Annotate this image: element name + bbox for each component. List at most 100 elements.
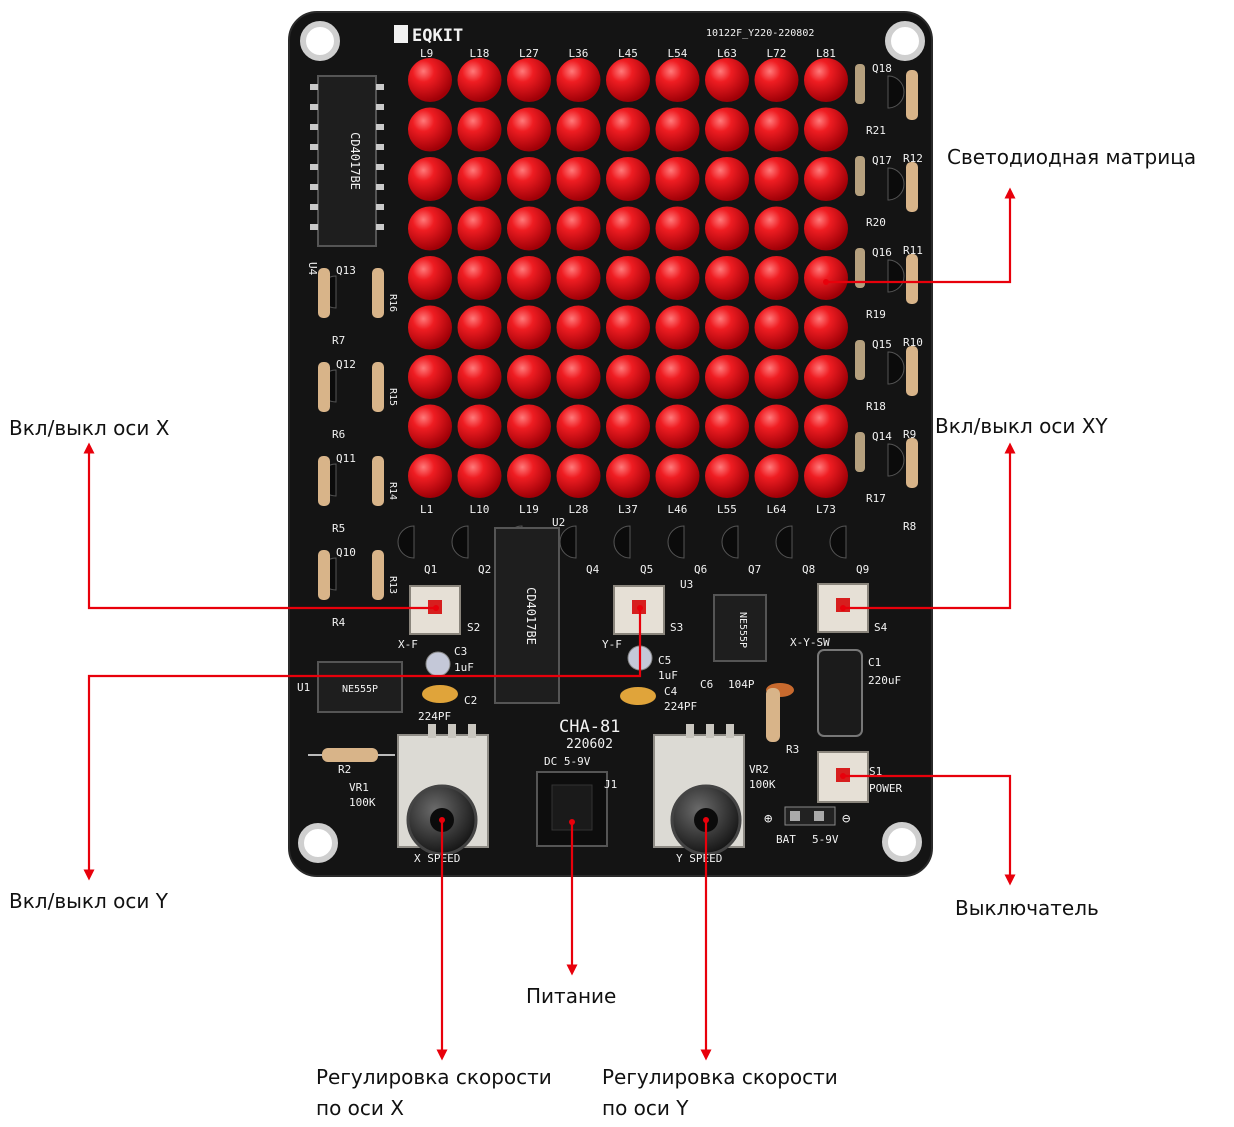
c2-value: 224PF [418, 710, 451, 723]
vr1-value: 100K [349, 796, 376, 809]
led [507, 454, 551, 498]
led [705, 58, 749, 102]
led [754, 355, 799, 399]
led [457, 355, 502, 399]
led [556, 256, 601, 300]
led-column-label: L27 [519, 47, 539, 60]
led [804, 58, 848, 102]
led [804, 305, 848, 350]
resistor-r2: R2 [308, 748, 395, 776]
power-label: POWER [869, 782, 902, 795]
transistor-label: Q10 [336, 546, 356, 559]
y-speed-potentiometer[interactable]: VR2 100K Y SPEED [653, 724, 776, 865]
led [804, 355, 848, 399]
resistor-label: R17 [866, 492, 886, 505]
x-f-label: X-F [398, 638, 418, 651]
capacitor-c3: C3 1uF [425, 645, 474, 677]
date-label: 220602 [566, 737, 613, 752]
bat-label: BAT [776, 833, 796, 846]
brand-text: EQKIT [412, 26, 463, 46]
y-toggle-arrow [83, 608, 642, 881]
capacitor-c2: C2 224PF [418, 685, 477, 723]
led [408, 107, 452, 152]
model-label: CHA-81 [559, 717, 620, 737]
led [655, 157, 700, 201]
s3-label: S3 [670, 621, 683, 634]
led [606, 355, 650, 399]
transistor-label: Q8 [802, 563, 815, 576]
led [556, 404, 601, 449]
y-speed-callout-line2: по оси Y [602, 1096, 689, 1120]
x-toggle-callout: Вкл/выкл оси X [9, 416, 170, 440]
brand-logo-icon [394, 25, 408, 43]
led [705, 206, 749, 251]
led [507, 157, 551, 201]
y-f-label: Y-F [602, 638, 622, 651]
led [705, 454, 749, 498]
resistor-label: R10 [903, 336, 923, 349]
resistor-label: R14 [387, 482, 398, 500]
led [606, 454, 650, 498]
led [754, 107, 799, 152]
xy-sw-label: X-Y-SW [790, 636, 830, 649]
transistor-label: Q4 [586, 563, 600, 576]
r2-label: R2 [338, 763, 351, 776]
led-matrix [408, 58, 848, 498]
led [655, 58, 700, 102]
led [556, 305, 601, 350]
led [705, 157, 749, 201]
s2-label: S2 [467, 621, 480, 634]
led [705, 404, 749, 449]
led-column-label: L9 [420, 47, 433, 60]
c4-label: C4 [664, 685, 678, 698]
led [408, 206, 452, 251]
led-column-label: L81 [816, 47, 836, 60]
xy-toggle-callout: Вкл/выкл оси XY [935, 414, 1108, 438]
r3-label: R3 [786, 743, 799, 756]
resistor-label: R8 [903, 520, 916, 533]
led [457, 454, 502, 498]
led [556, 355, 601, 399]
led [606, 58, 650, 102]
y-toggle-callout: Вкл/выкл оси Y [9, 889, 168, 913]
capacitor-c1: C1 220uF [817, 649, 901, 737]
c3-label: C3 [454, 645, 467, 658]
resistor-label: R11 [903, 244, 923, 257]
u4-label: U4 [306, 262, 319, 276]
led [754, 404, 799, 449]
led [408, 355, 452, 399]
led [804, 107, 848, 152]
led [655, 355, 700, 399]
transistor-label: Q6 [694, 563, 707, 576]
led [754, 454, 799, 498]
resistor-label: R4 [332, 616, 346, 629]
led-column-label: L73 [816, 503, 836, 516]
capacitor-c4: C4 224PF [620, 685, 697, 713]
transistor-label: Q1 [424, 563, 437, 576]
led-column-label: L28 [569, 503, 589, 516]
resistor-label: R19 [866, 308, 886, 321]
led-column-label: L54 [668, 47, 688, 60]
led [507, 355, 551, 399]
led [556, 58, 601, 102]
resistor-label: R12 [903, 152, 923, 165]
led [655, 305, 700, 350]
led-column-label: L36 [569, 47, 589, 60]
x-speed-callout-line1: Регулировка скорости [316, 1065, 552, 1089]
c1-value: 220uF [868, 674, 901, 687]
c1-label: C1 [868, 656, 881, 669]
led [457, 206, 502, 251]
led [507, 256, 551, 300]
led [457, 305, 502, 350]
led-column-label: L37 [618, 503, 638, 516]
power-input-callout: Питание [526, 984, 617, 1008]
led-matrix-arrow [826, 187, 1016, 284]
ic-u1-label: NE555P [342, 684, 378, 695]
c3-value: 1uF [454, 661, 474, 674]
s4-label: S4 [874, 621, 888, 634]
led [804, 256, 848, 300]
serial-text: 10122F_Y220-220802 [706, 28, 814, 39]
